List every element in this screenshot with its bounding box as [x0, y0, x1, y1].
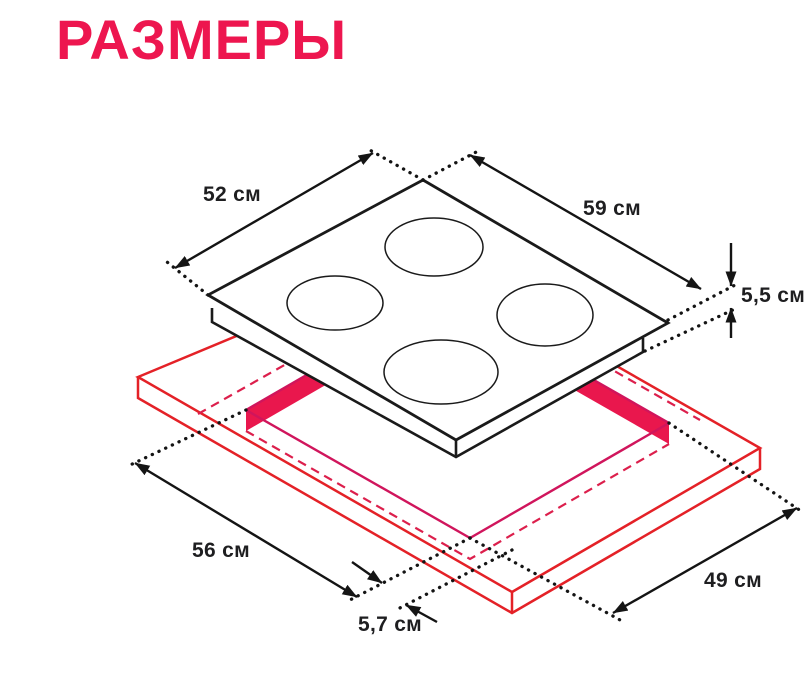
dim-label-cutout-depth: 49 см: [704, 569, 762, 592]
page-title: РАЗМЕРЫ: [56, 8, 348, 71]
dim-line-57-left: [351, 561, 383, 584]
burner-bottom: [383, 339, 499, 405]
dim-line-59: [469, 153, 702, 291]
dimension-lines: [134, 151, 798, 624]
cutout-dashed-outline: [197, 272, 701, 421]
cooktop-side-edges: [210, 308, 645, 459]
countertop-side-edges: [136, 377, 762, 615]
dimension-annotations: 52 см 59 см 5,5 см 56 см 49 см 5,7 см: [124, 147, 806, 636]
dim-label-cooktop-width: 52 см: [203, 183, 261, 206]
dim-label-cooktop-depth: 59 см: [583, 197, 641, 220]
cooktop-silhouette: [208, 180, 668, 457]
dim-line-57-right: [405, 603, 438, 624]
dim-line-49: [612, 506, 798, 615]
dim-label-cutout-width: 56 см: [192, 539, 250, 562]
dim-line-52: [174, 151, 374, 270]
dimension-labels: 52 см 59 см 5,5 см 56 см 49 см 5,7 см: [192, 183, 805, 636]
dim-label-cutout-front-offset: 5,7 см: [358, 613, 422, 636]
extension-dotted-lines: [124, 147, 806, 623]
cooktop: [205, 178, 671, 459]
burner-left: [286, 275, 384, 331]
cutout-hidden-bottom-rim: [245, 430, 670, 561]
dim-label-cooktop-height: 5,5 см: [741, 284, 805, 307]
dim-line-56: [134, 461, 358, 599]
